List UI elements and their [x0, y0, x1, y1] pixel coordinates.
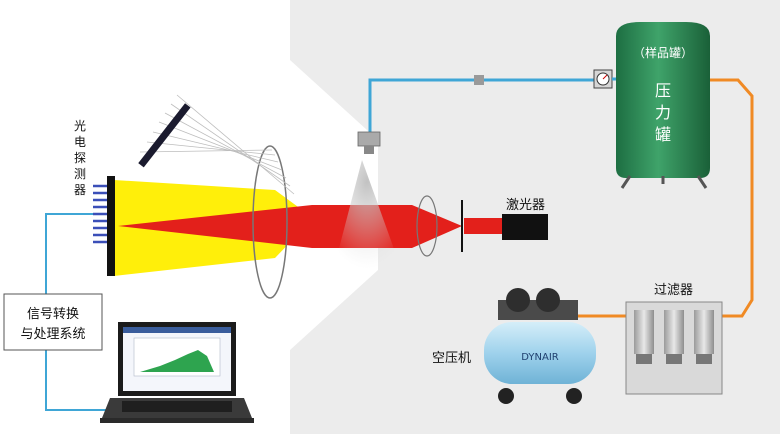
svg-text:力: 力 — [655, 103, 671, 122]
compressor-brand: DYNAIR — [521, 352, 559, 363]
laser-beam — [118, 205, 312, 248]
svg-text:光: 光 — [74, 119, 86, 133]
tank-top-label: （样品罐） — [633, 45, 693, 60]
svg-text:探: 探 — [74, 151, 86, 165]
beam-lens — [416, 195, 438, 257]
laser-beam-exit — [464, 218, 504, 234]
angled-detector-array — [138, 103, 191, 168]
pipe-connector — [474, 75, 484, 85]
air-compressor — [484, 288, 596, 404]
laser-device — [502, 214, 548, 240]
pressure-tank — [616, 22, 710, 189]
svg-text:压: 压 — [655, 81, 671, 100]
spray-cloud — [336, 160, 398, 269]
svg-text:电: 电 — [74, 135, 86, 149]
laser-label: 激光器 — [506, 198, 545, 213]
compressor-label: 空压机 — [432, 351, 471, 366]
tank-body-label: 压 力 罐 — [655, 81, 671, 144]
svg-text:器: 器 — [74, 183, 86, 197]
air-pipe — [578, 78, 754, 318]
detector-pins — [93, 184, 107, 244]
svg-text:罐: 罐 — [655, 125, 671, 144]
signal-box-line2: 与处理系统 — [20, 327, 85, 342]
signal-cable-lower — [45, 350, 110, 411]
filter-label: 过滤器 — [654, 283, 693, 298]
detector-label: 光 电 探 测 器 — [74, 119, 86, 197]
photodetector — [107, 176, 115, 276]
spray-nozzle — [357, 131, 381, 147]
focusing-lens — [252, 145, 288, 299]
laptop-screen-chart — [140, 350, 214, 372]
filter-unit — [625, 301, 723, 395]
laptop — [100, 322, 254, 423]
scatter-fan-lines — [139, 94, 295, 195]
signal-box-line1: 信号转换 — [27, 307, 79, 322]
signal-processing-box — [3, 293, 103, 351]
signal-cable-upper — [45, 213, 93, 294]
sample-pipe — [368, 78, 604, 132]
svg-text:测: 测 — [74, 167, 86, 181]
